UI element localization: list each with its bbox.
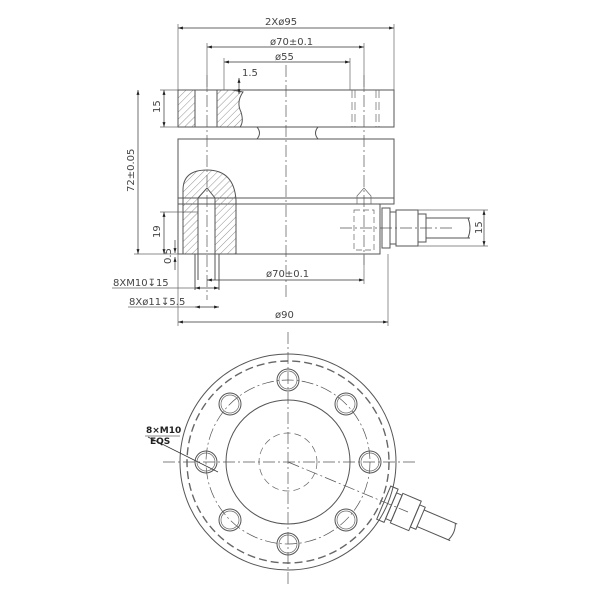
recess-section-hatch: [216, 89, 244, 128]
dim-base-height: 19: [152, 225, 163, 238]
thread-callout: 8XM10↧15: [113, 278, 169, 289]
top-view: [147, 332, 458, 587]
dim-flange-thickness: 15: [152, 100, 163, 113]
dim-base-offset: 0.5: [163, 248, 174, 264]
dim-overall-height: 72±0.05: [126, 149, 137, 192]
counterbore-callout: 8Xø11↧5.5: [129, 297, 185, 308]
dim-body-dia: ø90: [275, 310, 294, 321]
dim-recess-depth: 1.5: [242, 68, 258, 79]
dim-inner-dia: ø55: [275, 52, 294, 63]
dim-cable-gland-height: 15: [474, 221, 485, 234]
flange-section-hatch: [177, 89, 196, 128]
bolt-holes: [194, 368, 382, 556]
cable-gland: [340, 207, 471, 249]
front-section-view: 2Xø95 ø70±0.1 ø55 1.5 15 72±0.05 19 0.5 …: [112, 17, 488, 326]
cable-gland-top: [376, 485, 458, 542]
dim-bolt-circle-top: ø70±0.1: [270, 37, 313, 48]
dim-bolt-circle-bottom: ø70±0.1: [266, 269, 309, 280]
callout-leader: [147, 436, 219, 473]
top-view-callout-thread: 8×M10: [146, 426, 181, 436]
top-view-callout-eqs: EQS: [150, 437, 170, 447]
dim-top-flange-od: 2Xø95: [265, 17, 297, 28]
base: [177, 203, 381, 255]
